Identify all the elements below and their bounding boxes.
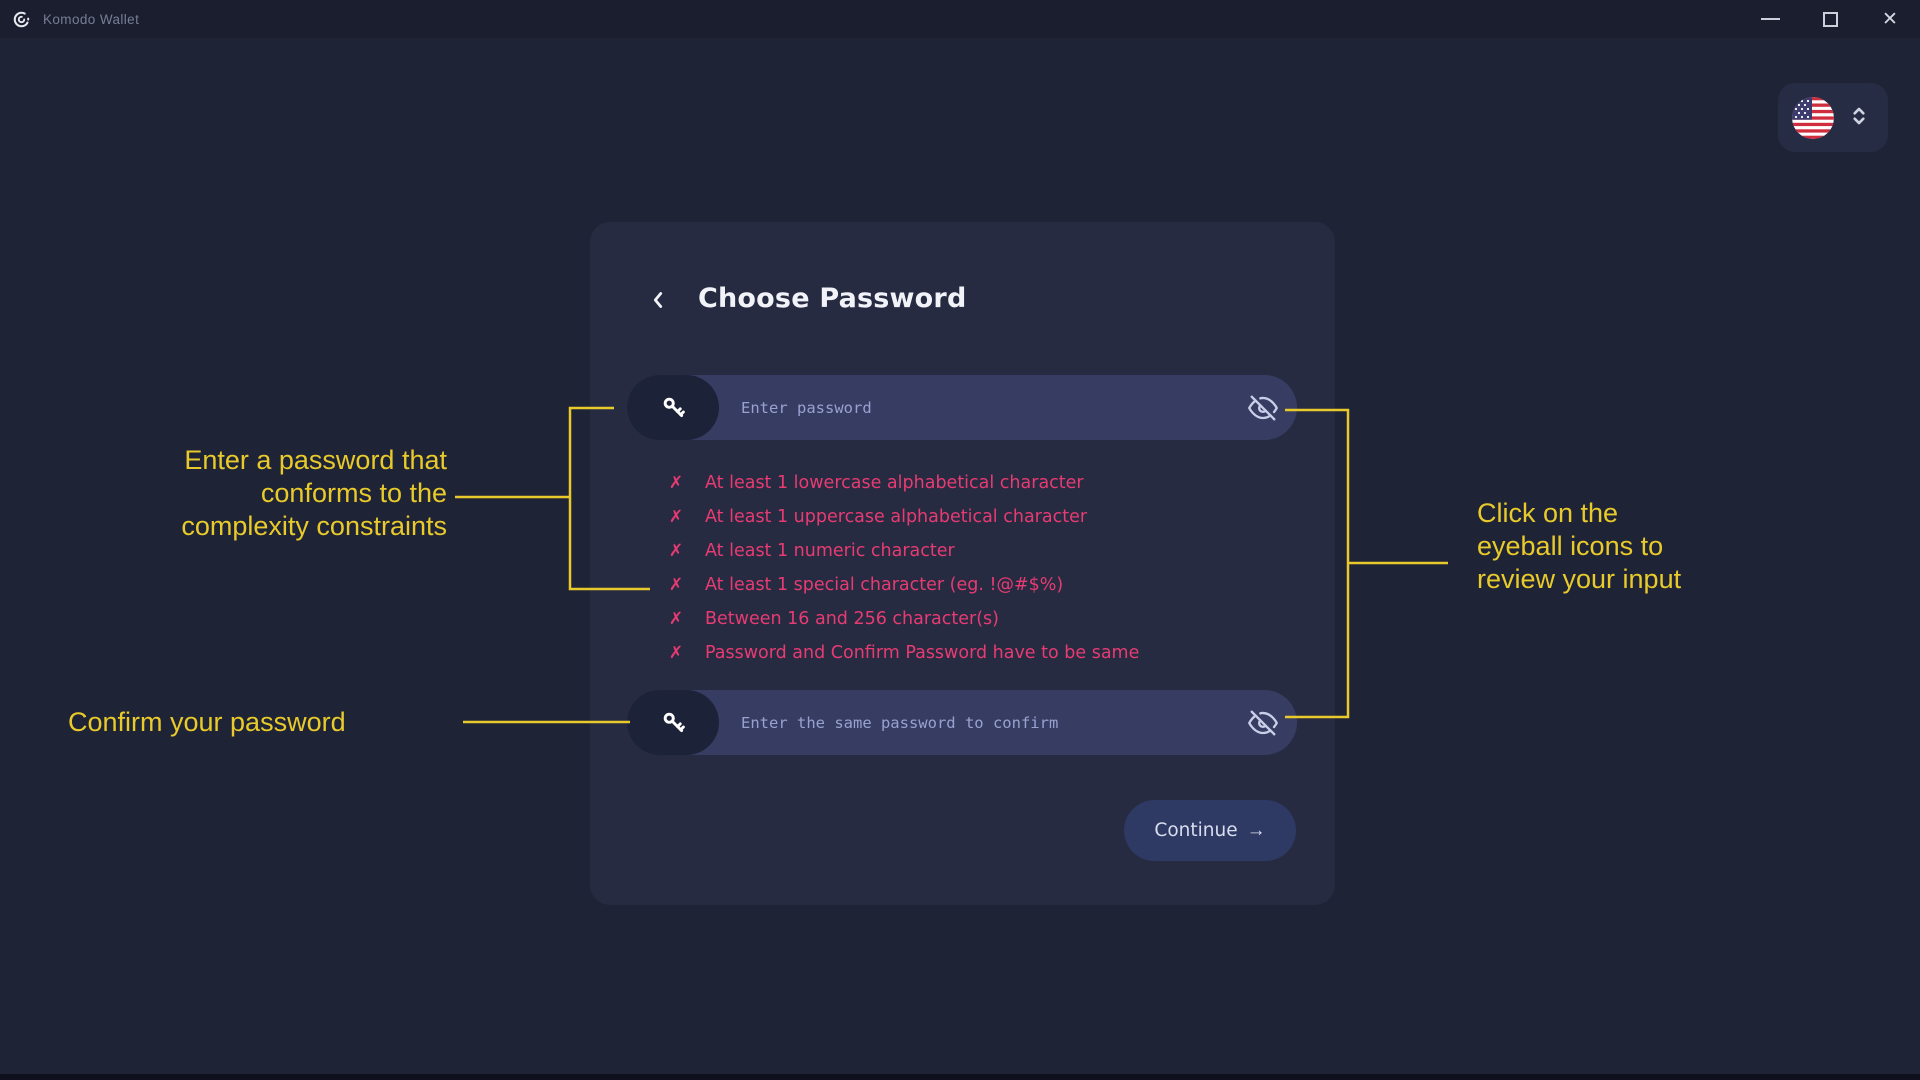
- key-icon: [627, 690, 719, 755]
- komodo-logo-icon: [12, 10, 31, 29]
- us-flag-icon: [1792, 96, 1834, 139]
- requirement-text: At least 1 special character (eg. !@#$%): [705, 575, 1064, 595]
- back-button[interactable]: [642, 284, 674, 316]
- close-icon[interactable]: ✕: [1882, 7, 1898, 30]
- window-controls: ✕: [1740, 0, 1920, 38]
- requirement-row: ✗ At least 1 uppercase alphabetical char…: [668, 500, 1268, 534]
- continue-label: Continue: [1154, 820, 1238, 841]
- continue-button[interactable]: Continue →: [1124, 800, 1296, 861]
- confirm-eye-off-icon[interactable]: [1243, 703, 1283, 743]
- chevron-up-down-icon: [1846, 103, 1872, 133]
- choose-password-card: Choose Password ✗ At least: [590, 222, 1335, 905]
- x-mark-icon: ✗: [668, 541, 684, 561]
- minimize-icon[interactable]: [1740, 0, 1800, 38]
- requirement-row: ✗ At least 1 numeric character: [668, 534, 1268, 568]
- page-title: Choose Password: [698, 283, 967, 314]
- requirement-row: ✗ At least 1 lowercase alphabetical char…: [668, 466, 1268, 500]
- x-mark-icon: ✗: [668, 643, 684, 663]
- x-mark-icon: ✗: [668, 609, 684, 629]
- x-mark-icon: ✗: [668, 507, 684, 527]
- password-eye-off-icon[interactable]: [1243, 388, 1283, 428]
- annotation-password-note: Enter a password that conforms to the co…: [181, 445, 447, 541]
- annotation-confirm-note: Confirm your password: [68, 707, 346, 737]
- confirm-password-field: [627, 690, 1297, 755]
- requirement-row: ✗ Password and Confirm Password have to …: [668, 636, 1268, 670]
- password-field: [627, 375, 1297, 440]
- language-selector[interactable]: [1778, 83, 1888, 152]
- requirement-text: Between 16 and 256 character(s): [705, 609, 999, 629]
- requirement-text: At least 1 lowercase alphabetical charac…: [705, 473, 1084, 493]
- annotation-eyeball-note: Click on the eyeball icons to review you…: [1477, 498, 1682, 594]
- requirement-text: Password and Confirm Password have to be…: [705, 643, 1140, 663]
- arrow-right-icon: →: [1246, 819, 1266, 841]
- requirement-text: At least 1 numeric character: [705, 541, 955, 561]
- confirm-password-input[interactable]: [741, 690, 1243, 755]
- x-mark-icon: ✗: [668, 575, 684, 595]
- requirement-row: ✗ At least 1 special character (eg. !@#$…: [668, 568, 1268, 602]
- maximize-icon[interactable]: [1800, 0, 1860, 38]
- x-mark-icon: ✗: [668, 473, 684, 493]
- window-bottom-edge: [0, 1074, 1920, 1080]
- password-requirements: ✗ At least 1 lowercase alphabetical char…: [668, 466, 1268, 670]
- key-icon: [627, 375, 719, 440]
- requirement-row: ✗ Between 16 and 256 character(s): [668, 602, 1268, 636]
- app-title: Komodo Wallet: [43, 11, 140, 27]
- titlebar: Komodo Wallet ✕: [0, 0, 1920, 38]
- password-input[interactable]: [741, 375, 1243, 440]
- requirement-text: At least 1 uppercase alphabetical charac…: [705, 507, 1088, 527]
